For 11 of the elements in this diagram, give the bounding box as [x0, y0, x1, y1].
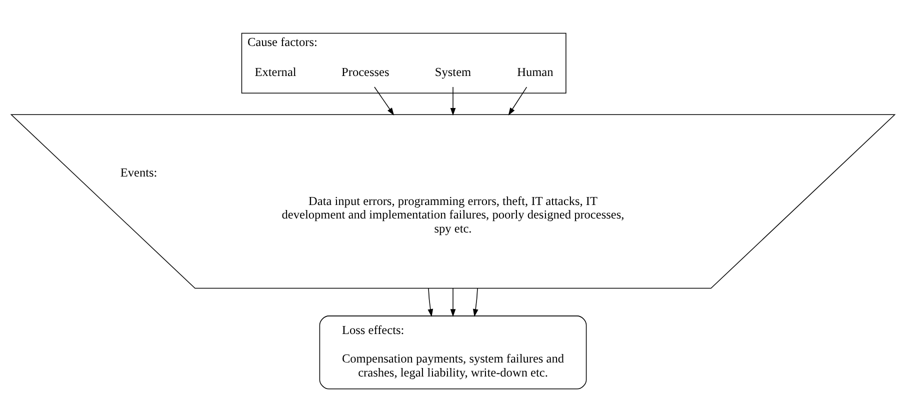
arrow	[472, 288, 478, 317]
arrow	[508, 86, 528, 116]
arrow	[428, 288, 434, 317]
node-text: External	[254, 65, 296, 80]
node-text: System	[434, 65, 472, 80]
arrow	[450, 86, 456, 116]
node-box: Loss effects: Compensation payments, system failures and crashes, legal liability, write-down etc.	[319, 316, 587, 390]
arrow	[374, 86, 394, 116]
arrow	[450, 288, 456, 317]
node-text: Human	[517, 65, 554, 80]
node-text: Processes	[342, 65, 390, 80]
